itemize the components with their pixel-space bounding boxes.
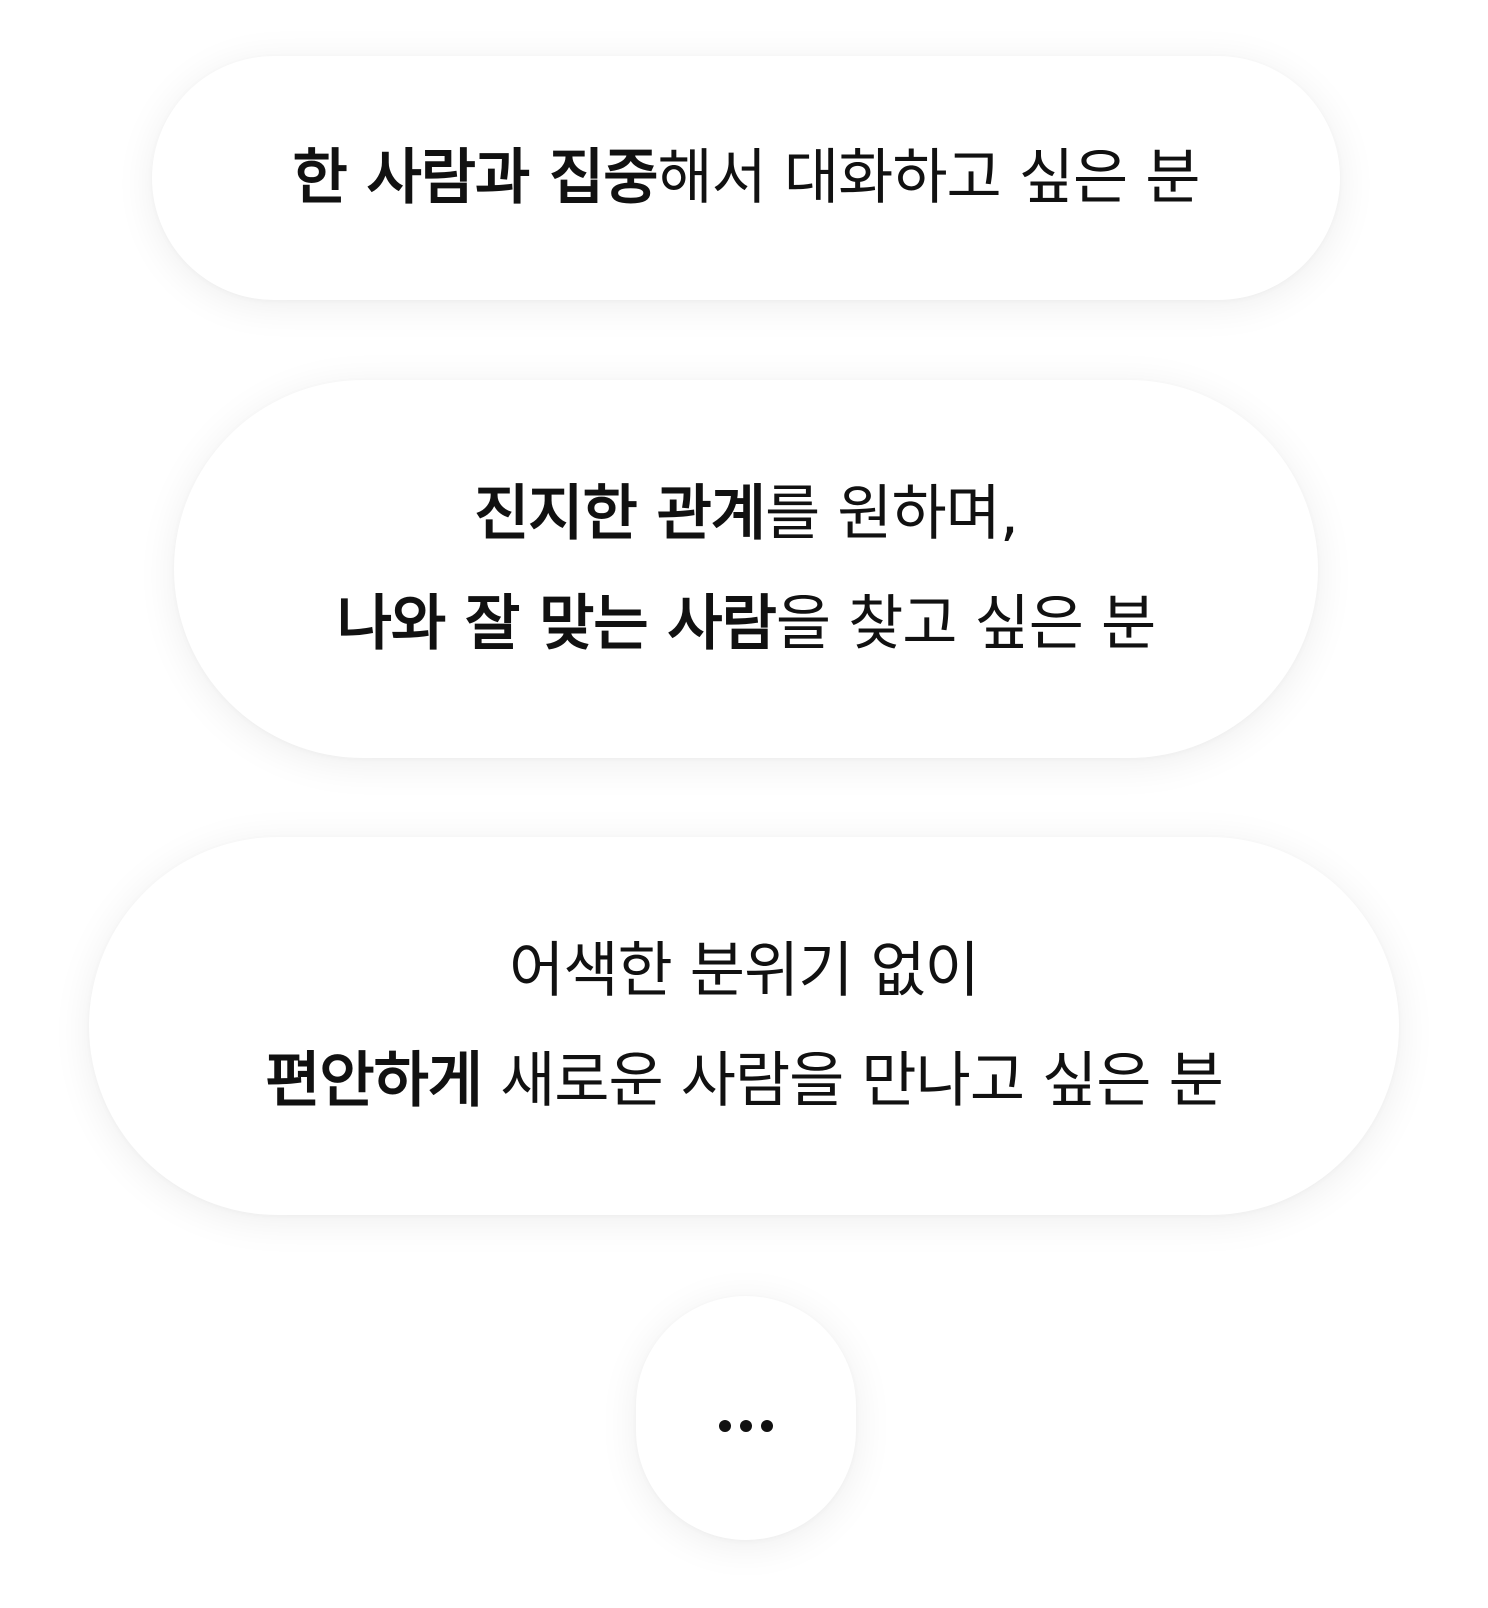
- card-text: 을 찾고 싶은 분: [775, 589, 1156, 659]
- card-text-bold: 나와 잘 맞는 사람: [336, 589, 777, 659]
- card-text-bold: 편안하게: [265, 1046, 483, 1116]
- more-card: [636, 1296, 856, 1540]
- card-text: 새로운 사람을 만나고 싶은 분: [482, 1046, 1224, 1116]
- card-text: 해서 대화하고 싶은 분: [657, 143, 1200, 213]
- card-line: 어색한 분위기 없이: [509, 916, 980, 1026]
- card-text-bold: 한 사람과 집중: [292, 143, 658, 213]
- dot: [719, 1420, 731, 1432]
- dot: [761, 1420, 773, 1432]
- card-line: 나와 잘 맞는 사람을 찾고 싶은 분: [336, 569, 1157, 679]
- option-card-comfortable-meeting: 어색한 분위기 없이 편안하게 새로운 사람을 만나고 싶은 분: [89, 837, 1399, 1215]
- option-card-serious-relationship: 진지한 관계를 원하며, 나와 잘 맞는 사람을 찾고 싶은 분: [174, 380, 1318, 758]
- card-line: 진지한 관계를 원하며,: [474, 459, 1019, 569]
- card-text: 를 원하며,: [764, 479, 1019, 549]
- card-text-bold: 진지한 관계: [474, 479, 766, 549]
- card-line: 편안하게 새로운 사람을 만나고 싶은 분: [265, 1026, 1224, 1136]
- card-line: 한 사람과 집중해서 대화하고 싶은 분: [292, 123, 1200, 233]
- option-card-focused-conversation: 한 사람과 집중해서 대화하고 싶은 분: [152, 56, 1340, 300]
- ellipsis-icon: [719, 1420, 773, 1432]
- dot: [740, 1420, 752, 1432]
- card-text: 어색한 분위기 없이: [509, 936, 980, 1006]
